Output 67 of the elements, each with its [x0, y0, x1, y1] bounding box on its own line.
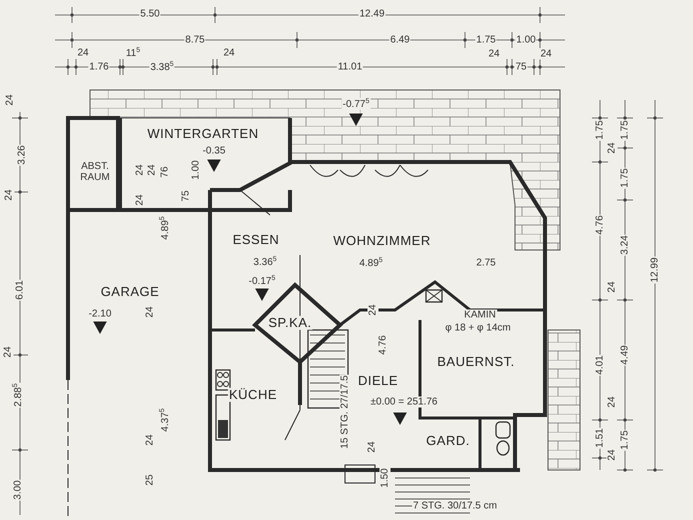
dimension-label: 1.00 [515, 34, 537, 46]
dimension-label: 4.49 [620, 344, 630, 366]
dimension-label: ±0.00 = 251.76 [370, 396, 438, 408]
room-name: KÜCHE [228, 388, 278, 402]
dimension-label: 15 STG. 27/17.5 [340, 374, 350, 450]
dimension-label: 6.49 [389, 34, 411, 46]
dimension-label: -0.77$^{5}$ [342, 98, 370, 110]
dimension-label: 24 [222, 48, 236, 58]
dimension-label: 24 [2, 345, 14, 359]
dimension-label: 24 [606, 395, 618, 409]
dimension-label: 1.51 [594, 427, 606, 449]
dimension-label: 5.50 [139, 8, 161, 20]
room-name: ESSEN [232, 232, 280, 248]
dimension-label: 25 [144, 473, 156, 487]
room-name: SP.KA. [267, 316, 313, 330]
dimension-label: 3.00 [12, 479, 24, 501]
dimension-label: 1.50 [380, 467, 390, 489]
dimension-label: -0.35 [202, 146, 226, 156]
dimension-label: 75 [180, 189, 192, 203]
dimension-label: 24 [76, 48, 90, 58]
dimension-label: 4.01 [594, 354, 606, 376]
dimension-label: 1.75 [594, 119, 606, 141]
room-name: WINTERGARTEN [146, 126, 260, 142]
dimension-label: 7 STG. 30/17.5 cm [412, 500, 498, 512]
dimension-label: 24 [4, 188, 14, 202]
dimension-label: -0.17$^{5}$ [248, 274, 276, 288]
dimension-label: 3.26 [16, 144, 28, 166]
dimension-label: 24 [606, 448, 618, 462]
dimension-label: 4.89$^{5}$ [358, 256, 384, 270]
dimension-label: 24 [146, 163, 158, 177]
dimension-label: 24 [134, 163, 146, 177]
dimension-label: -2.10 [88, 308, 112, 320]
dimension-label: 24 [368, 303, 378, 317]
dimension-label: 1.75 [620, 429, 630, 451]
dimension-label: 12.49 [358, 8, 386, 20]
dimension-label: 24 [144, 433, 156, 447]
dimension-label: 76 [160, 165, 170, 179]
room-name: WOHNZIMMER [332, 234, 432, 248]
dimension-label: 3.38$^{5}$ [149, 60, 175, 74]
dimension-label: 12.99 [650, 256, 660, 284]
dimension-label: 1.00 [190, 159, 202, 181]
room-name: GARAGE [100, 284, 160, 300]
dimension-label: 24 [606, 141, 618, 155]
dimension-label: 24 [539, 48, 553, 60]
dimension-label: 3.24 [620, 234, 630, 256]
dimension-label: 24 [366, 440, 378, 454]
dimension-label: φ 18 + φ 14cm [444, 322, 512, 334]
dimension-label: 4.76 [378, 334, 388, 356]
dimension-label: 1.75 [620, 167, 630, 189]
dimension-label: 2.75 [475, 258, 497, 268]
dimension-label: 1.75 [620, 119, 630, 141]
room-name: BAUERNST. [436, 354, 516, 370]
dimension-label: KAMIN [463, 310, 497, 320]
dimension-label: 8.75 [184, 34, 206, 46]
room-name: GARD. [425, 434, 471, 448]
dimension-label: 11.01 [336, 62, 364, 72]
dimension-label: 1.76 [88, 62, 110, 72]
dimension-label: 24 [134, 193, 146, 207]
dimension-label: 75 [514, 62, 528, 72]
dimension-label: 1.75 [475, 34, 497, 46]
dimension-label: 24 [606, 280, 618, 294]
dimension-label: 6.01 [14, 279, 26, 301]
dimension-label: 24 [4, 93, 16, 107]
dimension-label: 24 [487, 48, 501, 60]
dimension-label: 4.76 [594, 214, 606, 236]
dimension-label: 3.36$^{5}$ [252, 256, 278, 268]
dimension-label: 24 [144, 305, 156, 319]
